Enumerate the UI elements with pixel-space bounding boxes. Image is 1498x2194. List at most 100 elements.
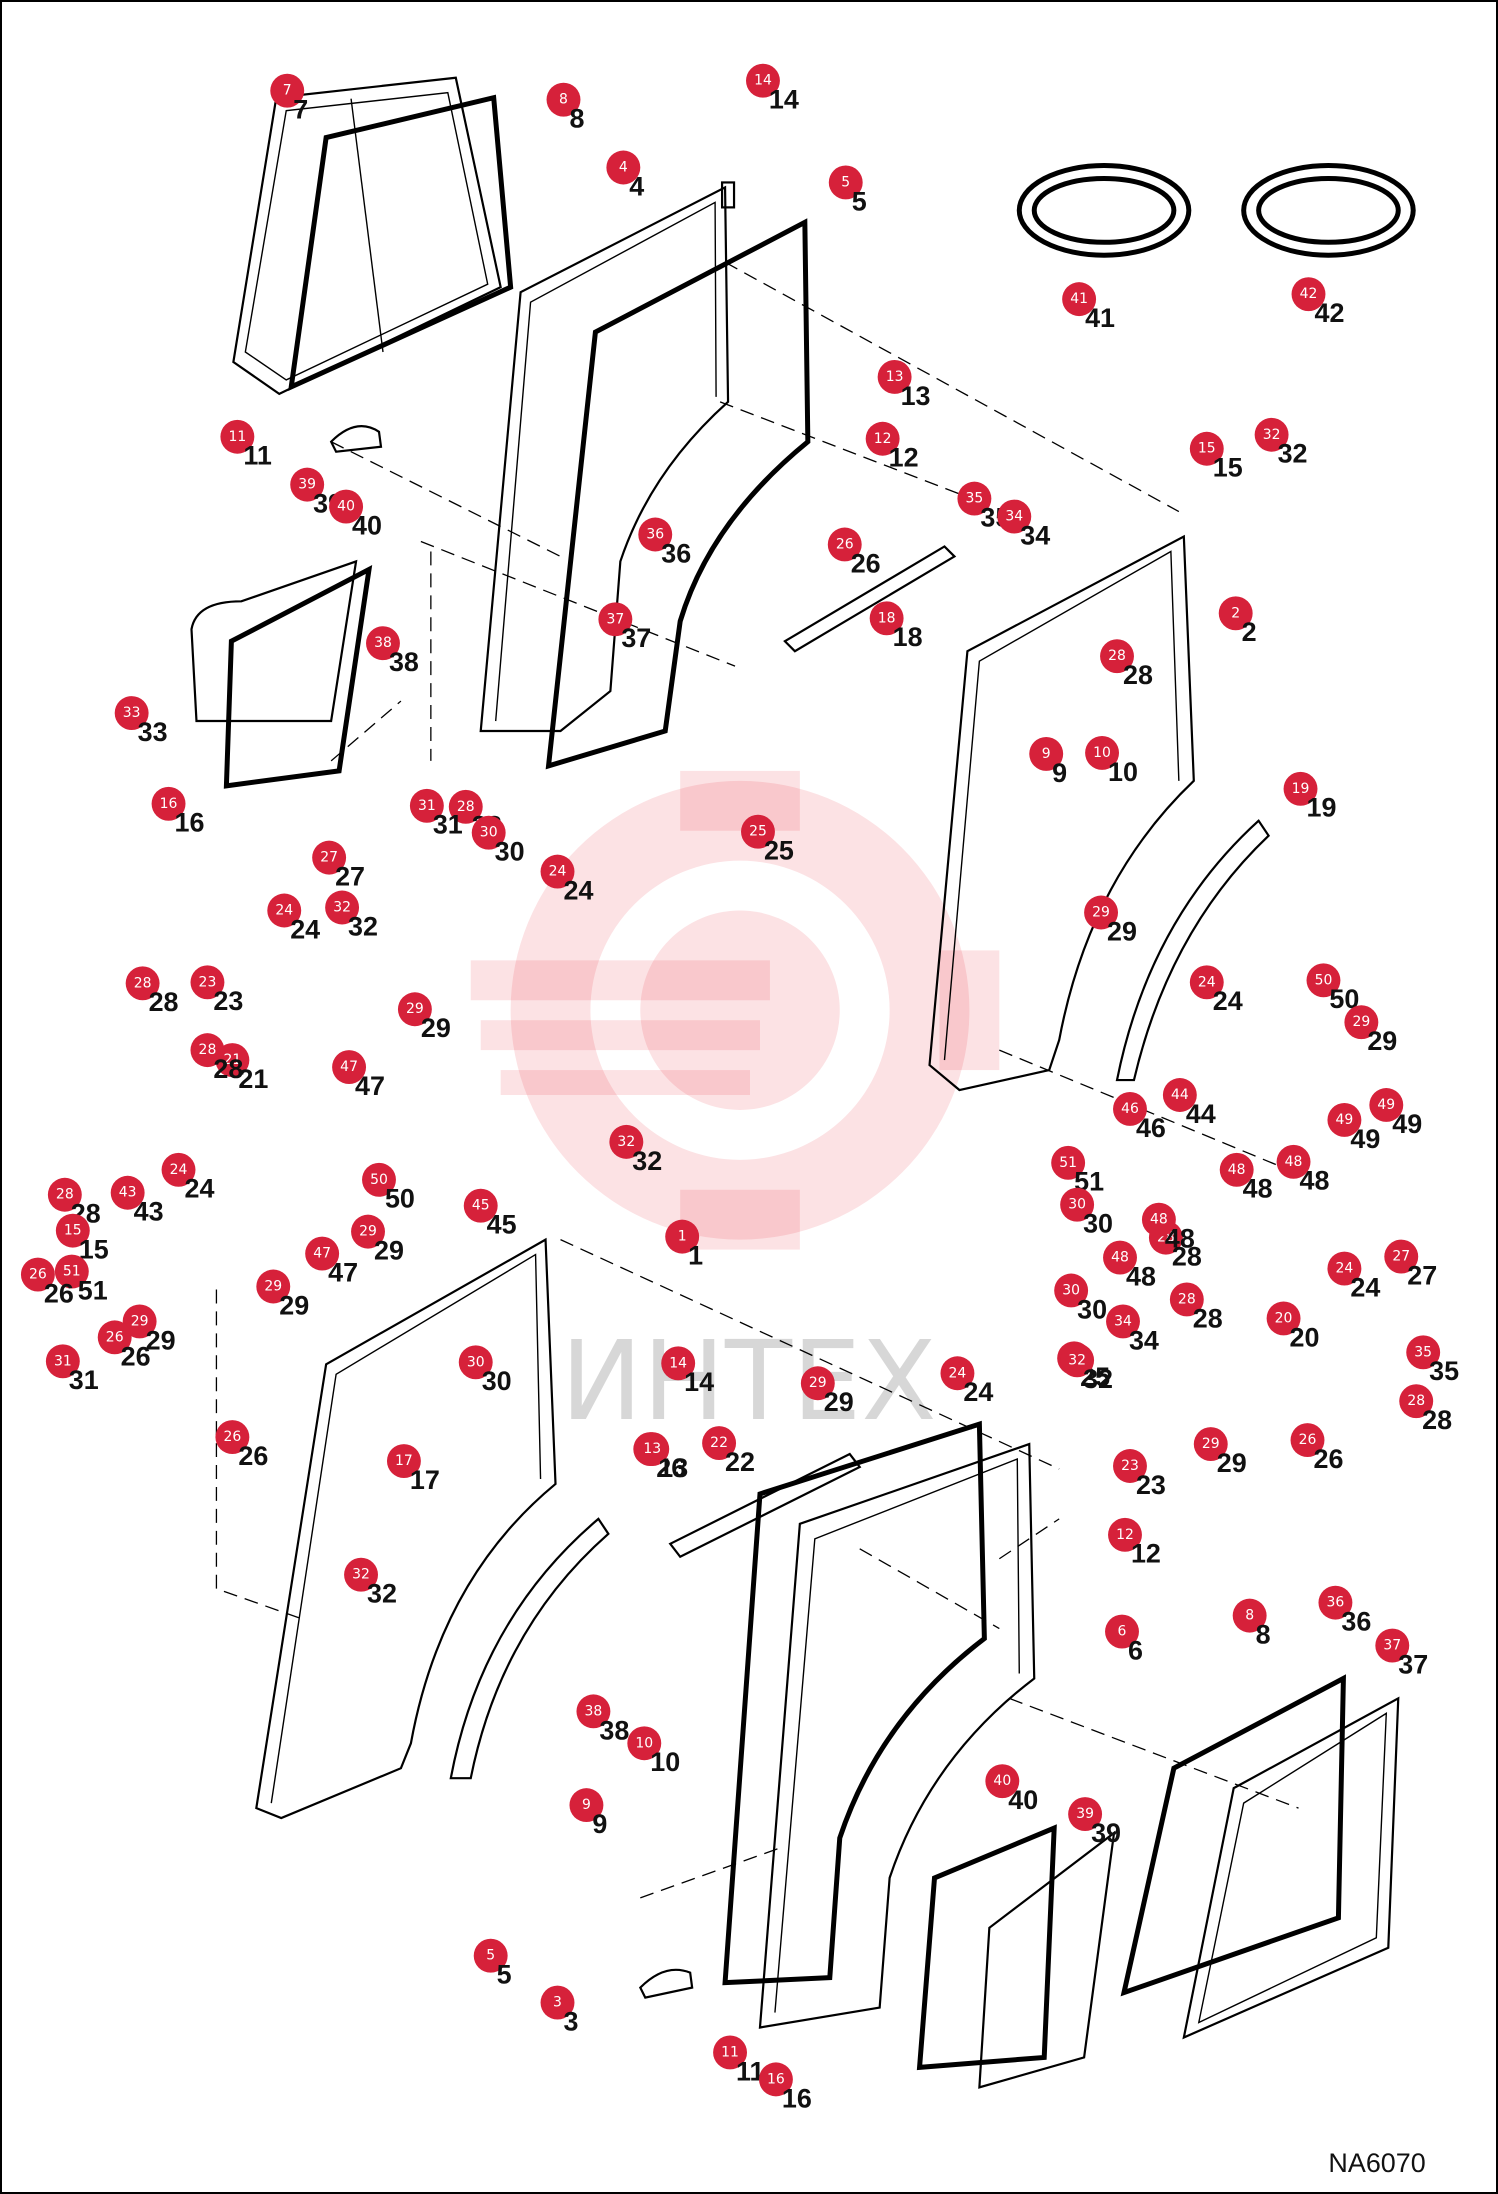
callout-marker-text: 30 [467, 1354, 485, 1370]
callout-marker [1306, 963, 1341, 998]
callout-5: 55 [828, 165, 867, 216]
part-window-frame-7 [232, 76, 502, 396]
callout-marker-text: 29 [809, 1375, 827, 1391]
callout-label: 41 [1085, 303, 1115, 333]
callout-label: 30 [1077, 1294, 1107, 1324]
callout-label: 38 [599, 1715, 629, 1745]
callout-label: 36 [661, 538, 691, 568]
callout-marker [1108, 1517, 1142, 1552]
callout-label: 47 [355, 1071, 385, 1101]
callout-marker-text: 5 [841, 174, 850, 190]
callout-marker-text: 50 [370, 1172, 388, 1188]
callout-label: 40 [352, 511, 382, 541]
callout-marker [1327, 1251, 1362, 1286]
callout-marker-text: 6 [1118, 1624, 1127, 1640]
callout-label: 29 [279, 1290, 309, 1320]
callout-marker-text: 29 [131, 1313, 149, 1329]
callout-marker [290, 467, 325, 502]
diagram-code: NA6070 [1328, 2148, 1425, 2178]
callout-marker-text: 24 [549, 864, 567, 880]
part-trim-16-upper [1115, 819, 1271, 1082]
callout-marker-text: 29 [1202, 1436, 1220, 1452]
callout-label: 17 [410, 1465, 440, 1495]
callout-label: 48 [1126, 1261, 1156, 1291]
callout-marker-text: 28 [134, 975, 152, 991]
callout-marker [1062, 282, 1097, 317]
callout-marker [1290, 1423, 1325, 1458]
callout-5: 55 [473, 1938, 512, 1990]
callout-marker [463, 1188, 498, 1223]
callout-marker-text: 37 [1383, 1638, 1401, 1654]
callout-label: 24 [1213, 986, 1243, 1016]
callout-marker [1141, 1202, 1176, 1237]
part-strut-18 [783, 545, 957, 653]
callout-marker-text: 48 [1285, 1154, 1303, 1170]
callout-marker-text: 16 [767, 2071, 785, 2087]
callout-marker [828, 165, 863, 200]
callout-marker-text: 34 [1114, 1313, 1132, 1329]
callout-marker-text: 28 [457, 799, 475, 815]
callout-marker [97, 1320, 132, 1355]
callout-marker [386, 1444, 421, 1478]
callout-marker-text: 1 [678, 1229, 687, 1245]
callout-label: 29 [146, 1325, 176, 1355]
callout-9: 99 [569, 1788, 607, 1839]
callout-label: 32 [348, 911, 378, 941]
callout-label: 26 [851, 548, 881, 578]
callout-label: 20 [1290, 1322, 1320, 1352]
callout-marker [151, 786, 186, 821]
callout-label: 32 [1278, 439, 1308, 469]
callout-label: 29 [1367, 1026, 1397, 1056]
callout-marker [54, 1254, 89, 1289]
callout-marker [877, 359, 912, 394]
callout-marker-text: 35 [966, 491, 984, 507]
part-seal-8 [288, 94, 514, 392]
callout-marker-text: 51 [1059, 1155, 1077, 1171]
callout-marker-text: 18 [878, 610, 896, 626]
callout-marker-text: 26 [224, 1429, 242, 1445]
callout-marker [746, 63, 780, 98]
callout-label: 32 [632, 1146, 662, 1176]
callout-marker-text: 49 [1336, 1112, 1354, 1128]
callout-label: 22 [725, 1447, 755, 1477]
callout-label: 30 [482, 1366, 512, 1396]
callout-label: 5 [852, 186, 867, 216]
callout-marker [1051, 1145, 1086, 1180]
callout-marker-text: 29 [359, 1224, 377, 1240]
callout-label: 29 [1107, 916, 1137, 946]
callout-label: 29 [824, 1387, 854, 1417]
callout-marker-text: 36 [1327, 1595, 1345, 1611]
callout-marker-text: 16 [160, 796, 178, 812]
callout-marker-text: 7 [283, 83, 292, 99]
callout-marker [546, 82, 581, 117]
callout-label: 10 [650, 1747, 680, 1777]
callout-label: 49 [1392, 1109, 1422, 1139]
callout-marker-text: 30 [1062, 1282, 1080, 1298]
callout-marker [1318, 1585, 1353, 1620]
callout-label: 46 [1136, 1113, 1166, 1143]
callout-marker-text: 27 [1392, 1249, 1410, 1265]
callout-marker-text: 39 [1076, 1806, 1094, 1822]
callout-label: 8 [569, 104, 584, 134]
callout-marker-text: 28 [1108, 648, 1126, 664]
callout-marker-text: 41 [1070, 291, 1088, 307]
